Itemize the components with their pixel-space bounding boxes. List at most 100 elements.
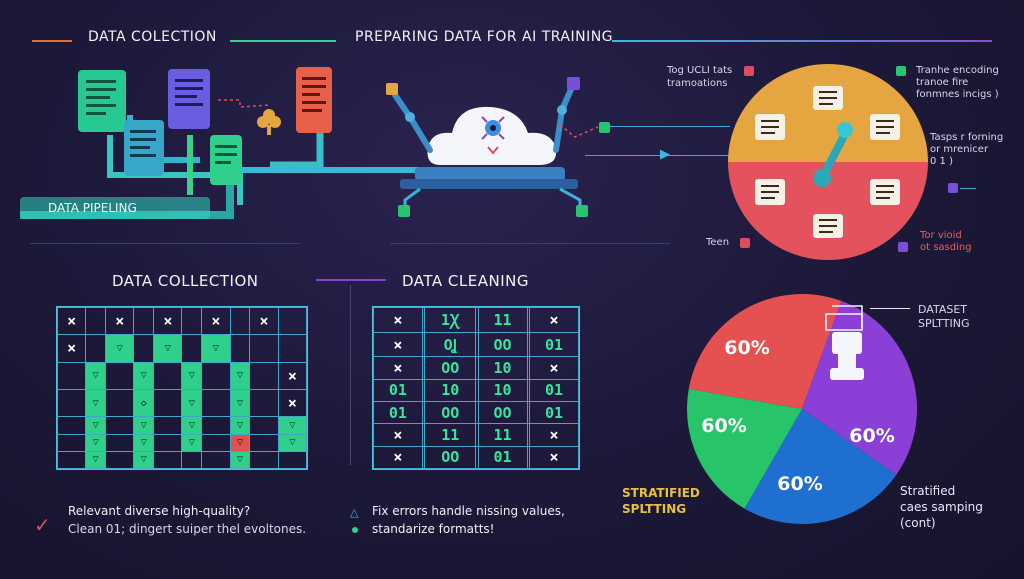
cleaning-cell: OO [424,445,477,470]
split-right-label-3: (cont) [900,516,936,530]
wheel-label-bottom-right-1: Tor vioid [920,230,962,241]
collection-cell [249,334,279,363]
split-left-label-1: STRATIFIED [622,486,700,500]
collection-cell [153,388,183,418]
slice-blue [744,409,897,524]
cleaning-cell: × [373,356,423,380]
cleaning-cell: OO [477,400,528,425]
collection-cell: ▽ [181,388,203,418]
cleaning-cell: OO [424,400,477,425]
cleaning-cell: × [529,445,579,470]
collection-cell [249,433,279,452]
collection-cell [201,361,231,390]
collection-cell: ▽ [133,361,155,390]
collection-cell: × [105,306,135,336]
cleaning-cell: 11 [477,307,528,333]
split-left-label-2: SPLTTING [622,502,687,516]
cleaning-cell: 10 [424,378,477,403]
collection-caption-2: Clean 01; dingert suiper thel evoltones. [68,522,307,536]
split-title-2: SPLTTING [918,317,970,330]
collection-cell: ▽ [85,361,107,390]
collection-title: DATA COLLECTION [112,272,259,290]
split-right-label-2: caes samping [900,500,983,514]
slice-purple [802,300,917,475]
collection-cell [105,361,135,390]
split-title-1: DATASET [918,303,967,316]
collection-cell [229,334,251,363]
slice-label: 60% [777,473,822,495]
cleaning-cell: 11 [477,423,528,447]
split-pie-chart: 60%60%60%60% [687,294,917,524]
collection-cell [201,450,231,470]
collection-cell: ▽ [229,433,251,452]
cleaning-cell: OO [477,331,528,358]
cleaning-cell: × [373,445,423,470]
collection-cell: ▽ [85,416,107,435]
cleaning-cell: 1Ꭓ [424,307,477,333]
wheel-label-bottom-left: Teen [706,237,730,248]
collection-cell: ▽ [277,416,308,435]
collection-cell: ▽ [229,388,251,418]
collection-cell [85,306,107,336]
section-divider [30,243,300,244]
pipeline-label: DATA PIPELING [48,201,137,215]
collection-cell [277,450,308,470]
cleaning-title: DATA CLEANING [402,272,529,290]
doc-green [78,70,126,132]
collection-cell [153,433,183,452]
collection-cell [201,433,231,452]
collection-cell [105,450,135,470]
wheel-label-bottom-right-2: ot sasding [920,242,972,253]
slice-label: 60% [849,425,894,447]
collection-title-line [316,279,386,281]
collection-cell: × [201,306,231,336]
collection-cell [201,388,231,418]
collection-cell: ▽ [181,416,203,435]
cleaning-cell: 10 [477,356,528,380]
wheel-label-mid-right-3: 0 1 ) [930,156,953,167]
collection-cell: ▽ [201,334,231,363]
cleaning-cell: 01 [477,445,528,470]
collection-cell: ▽ [181,433,203,452]
tag-icon-red-1 [744,66,754,76]
slice-green [687,389,802,509]
collection-cell [56,450,87,470]
collection-cell: ▽ [105,334,135,363]
cleaning-cell: × [373,423,423,447]
connector-line-2 [585,155,730,156]
collection-cell: × [249,306,279,336]
collection-cell: × [153,306,183,336]
collection-cell: ▽ [229,361,251,390]
collection-cell: × [277,388,308,418]
cleaning-cell: 01 [529,331,579,358]
pipeline-illustration [20,67,610,219]
header-line-mid [230,40,336,42]
tag-icon-green-1 [896,66,906,76]
collection-cell: ▽ [277,433,308,452]
collection-cell [105,416,135,435]
collection-cell: ▽ [133,450,155,470]
cleaning-cell: × [373,331,423,358]
slice-label: 60% [724,337,769,359]
connector-line-1 [610,126,730,127]
section-divider-2 [390,243,670,244]
wheel-label-mid-right-1: Tasps r forning [930,132,1004,143]
collection-cell: ▽ [153,334,183,363]
cloud [427,106,557,165]
wheel-label-mid-right-2: or mrenicer [930,144,989,155]
tag-icon-purple-2 [898,242,908,252]
collection-cell [56,388,87,418]
collection-cell: × [56,306,87,336]
collection-cell [153,416,183,435]
cleaning-cell: 01 [373,400,423,425]
tag-icon-purple-1 [948,183,958,193]
cleaning-caption-2: standarize formatts! [372,522,495,536]
cleaning-cell: × [529,423,579,447]
connector-line-3 [960,188,976,189]
slice-red [688,294,842,409]
collection-grid: ××××××▽▽▽ ▽▽▽▽×▽◇▽▽×▽▽▽▽▽▽▽▽▽▽▽▽▽ [56,306,308,470]
collection-cell: ▽ [85,433,107,452]
collection-cell [153,361,183,390]
collection-cell: ▽ [229,416,251,435]
